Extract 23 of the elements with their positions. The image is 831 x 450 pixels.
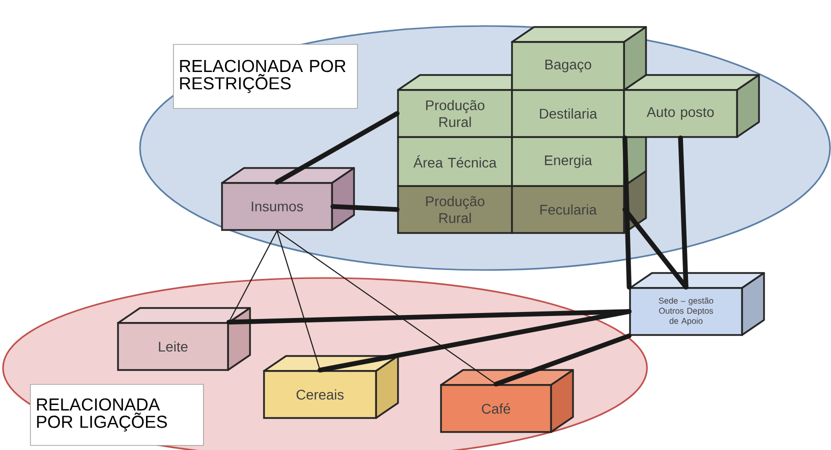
connector-line [226,309,632,325]
connector-line [494,333,632,387]
cube-box: Insumos [221,167,355,231]
cube-box: Destilaria [511,89,625,138]
cube-box: Bagaço [511,26,647,91]
cube-box: Café [440,369,574,433]
connector-line [330,204,400,212]
connector-line [276,230,321,371]
connector-line [318,309,632,373]
cube-box: Leite [117,307,251,371]
label-box: RELACIONADA POR RESTRIÇÕES [173,44,358,109]
connector-line [274,111,400,185]
cube-box: Sede – gestão Outros Deptos de Apoio [629,272,765,336]
cube-box: Área Técnica [397,136,513,187]
cube-box: Cereais [263,355,399,419]
connector-line [622,135,632,290]
connector-line [276,230,497,385]
connector-line [678,135,688,290]
label-box: RELACIONADA POR LIGAÇÕES [30,384,204,446]
cube-box: Produção Rural [397,185,513,234]
cube-box: Energia [511,136,647,187]
cube-box: Produção Rural [397,74,513,138]
cube-box: Auto posto [623,74,760,138]
